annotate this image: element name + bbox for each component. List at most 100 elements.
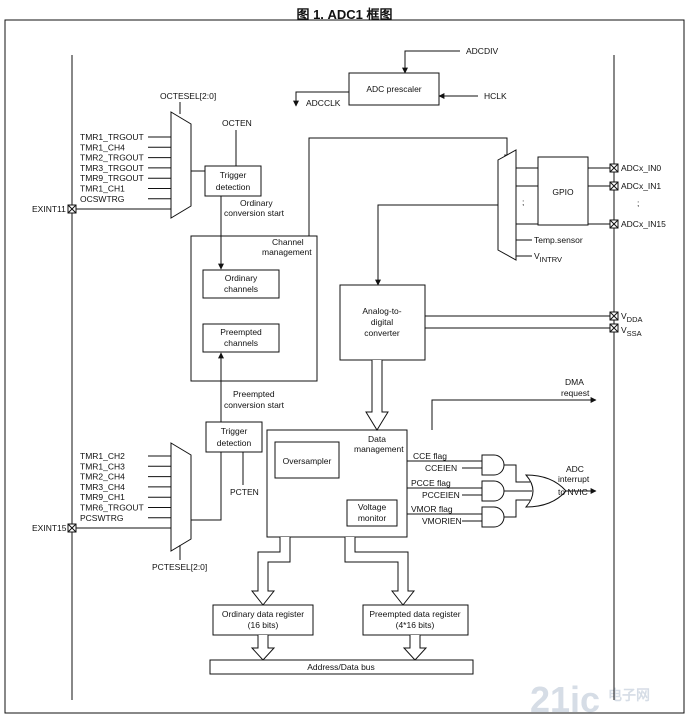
- mux-input-label: TMR9_CH1: [80, 492, 125, 502]
- or-gate-interrupt: [524, 474, 567, 508]
- and-gate-vmor: [481, 506, 505, 528]
- adc-in15-pin: [609, 219, 619, 229]
- adcclk-line: [293, 91, 349, 107]
- address-data-bus-label: Address/Data bus: [307, 662, 375, 672]
- ordinary-trigger-mux: [170, 111, 192, 219]
- ordinary-conv-start-line1: Ordinary: [240, 198, 273, 208]
- ordinary-trigger-detection-line2: detection: [216, 182, 251, 192]
- vmor-flag-label: VMOR flag: [411, 504, 453, 514]
- voltage-monitor-line2: monitor: [358, 513, 387, 523]
- gpio-block: [537, 156, 589, 226]
- preempted-trigger-detection: [205, 421, 263, 453]
- ordinary-trigger-inputs: TMR1_TRGOUTTMR1_CH4TMR2_TRGOUTTMR3_TRGOU…: [80, 132, 171, 204]
- pcten-label: PCTEN: [230, 487, 259, 497]
- octen-label: OCTEN: [222, 118, 252, 128]
- address-data-bus: [209, 659, 474, 675]
- diagram-title: 图 1. ADC1 框图: [296, 7, 393, 22]
- ordinary-channels-line2: channels: [224, 284, 258, 294]
- dma-label-line1: DMA: [565, 377, 584, 387]
- preempted-trigger-mux: [170, 442, 192, 552]
- channel-management-line2: management: [262, 247, 312, 257]
- adc-converter-block: [339, 284, 426, 361]
- data-management-block: [266, 429, 408, 538]
- adc-converter-line2: digital: [371, 317, 393, 327]
- pcce-flag-label: PCCE flag: [411, 478, 451, 488]
- preempted-trigger-detection-line2: detection: [217, 438, 252, 448]
- oversampler-label: Oversampler: [283, 456, 332, 466]
- outer-frame: [4, 19, 685, 714]
- adc-converter-line3: converter: [364, 328, 400, 338]
- dma-request-line: [431, 397, 597, 430]
- mux-input-label: TMR2_CH4: [80, 472, 125, 482]
- mux-input-label: TMR1_CH3: [80, 461, 125, 471]
- pct-mux-out: [191, 452, 222, 521]
- mux-input-label: TMR1_CH4: [80, 142, 125, 152]
- exint11-label: EXINT11: [32, 204, 66, 214]
- mux-input-label: OCSWTRG: [80, 194, 124, 204]
- cce-flag-label: CCE flag: [413, 451, 447, 461]
- mux-input-label: TMR2_TRGOUT: [80, 153, 144, 163]
- vdda-label: VDDA: [621, 311, 643, 324]
- vssa-pin: [609, 323, 619, 333]
- channel-management-block: [190, 235, 318, 382]
- and-gate-pcce: [481, 480, 505, 502]
- adc-in1-label: ADCx_IN1: [621, 181, 661, 191]
- cceien-label: CCEIEN: [425, 463, 457, 473]
- vssa-label: VSSA: [621, 325, 642, 338]
- adc-converter-line1: Analog-to-: [362, 306, 401, 316]
- interrupt-label-line1: ADC: [566, 464, 584, 474]
- mux-input-label: TMR1_TRGOUT: [80, 132, 144, 142]
- ordinary-trigger-detection-line1: Trigger: [220, 170, 247, 180]
- ordinary-conv-start-line2: conversion start: [224, 208, 285, 218]
- preempted-conv-start-line2: conversion start: [224, 400, 285, 410]
- mux-input-label: TMR1_CH1: [80, 184, 125, 194]
- mux-input-label: PCSWTRG: [80, 513, 123, 523]
- voltage-monitor-block: [346, 499, 398, 527]
- channel-select-line: [308, 137, 510, 236]
- and-gate-cce: [481, 454, 505, 476]
- voltage-monitor-line1: Voltage: [358, 502, 387, 512]
- watermark-sub: 电子网: [608, 687, 650, 703]
- pctesel-label: PCTESEL[2:0]: [152, 562, 207, 572]
- ordinary-to-bus-arrow: [250, 635, 276, 661]
- adc-in0-pin: [609, 163, 619, 173]
- vdda-pin: [609, 311, 619, 321]
- adc-prescaler-label: ADC prescaler: [366, 84, 421, 94]
- adcdiv-label: ADCDIV: [466, 46, 498, 56]
- ordinary-channels-line1: Ordinary: [225, 273, 258, 283]
- mux-input-label: TMR9_TRGOUT: [80, 173, 144, 183]
- preempted-channels-line1: Preempted: [220, 327, 262, 337]
- pin-dots: ;: [637, 198, 639, 208]
- interrupt-label-line3: to NVIC: [558, 487, 588, 497]
- to-preempted-register-arrow: [344, 537, 416, 606]
- adc-in1-pin: [609, 181, 619, 191]
- adc-in0-label: ADCx_IN0: [621, 163, 661, 173]
- preempted-data-register-line1: Preempted data register: [369, 609, 460, 619]
- vmorien-label: VMORIEN: [422, 516, 462, 526]
- adc-prescaler-block: [348, 72, 440, 106]
- mux-input-label: TMR1_CH2: [80, 451, 125, 461]
- gpio-label: GPIO: [552, 187, 574, 197]
- data-management-line2: management: [354, 444, 404, 454]
- mux-to-adc-line: [375, 204, 498, 286]
- preempted-conv-start-line1: Preempted: [233, 389, 275, 399]
- ordinary-channels-block: [202, 269, 280, 299]
- adcclk-label: ADCCLK: [306, 98, 341, 108]
- adc-in15-label: ADCx_IN15: [621, 219, 666, 229]
- octesel-label: OCTESEL[2:0]: [160, 91, 216, 101]
- preempted-trigger-detection-line1: Trigger: [221, 426, 248, 436]
- channel-management-line1: Channel: [272, 237, 304, 247]
- mux-input-label: TMR3_CH4: [80, 482, 125, 492]
- adcdiv-line: [402, 50, 460, 74]
- adc-to-data-arrow: [365, 360, 389, 431]
- data-management-line1: Data: [368, 434, 386, 444]
- channel-input-mux: [497, 149, 517, 261]
- to-ordinary-register-arrow: [250, 537, 291, 606]
- mux-dots: ;: [522, 197, 524, 207]
- temp-sensor-label: Temp.sensor: [534, 235, 583, 245]
- oversampler-block: [274, 441, 340, 479]
- ordinary-data-register-line2: (16 bits): [248, 620, 279, 630]
- ordinary-data-register-line1: Ordinary data register: [222, 609, 304, 619]
- preempted-data-register-line2: (4*16 bits): [396, 620, 435, 630]
- pcceien-label: PCCEIEN: [422, 490, 460, 500]
